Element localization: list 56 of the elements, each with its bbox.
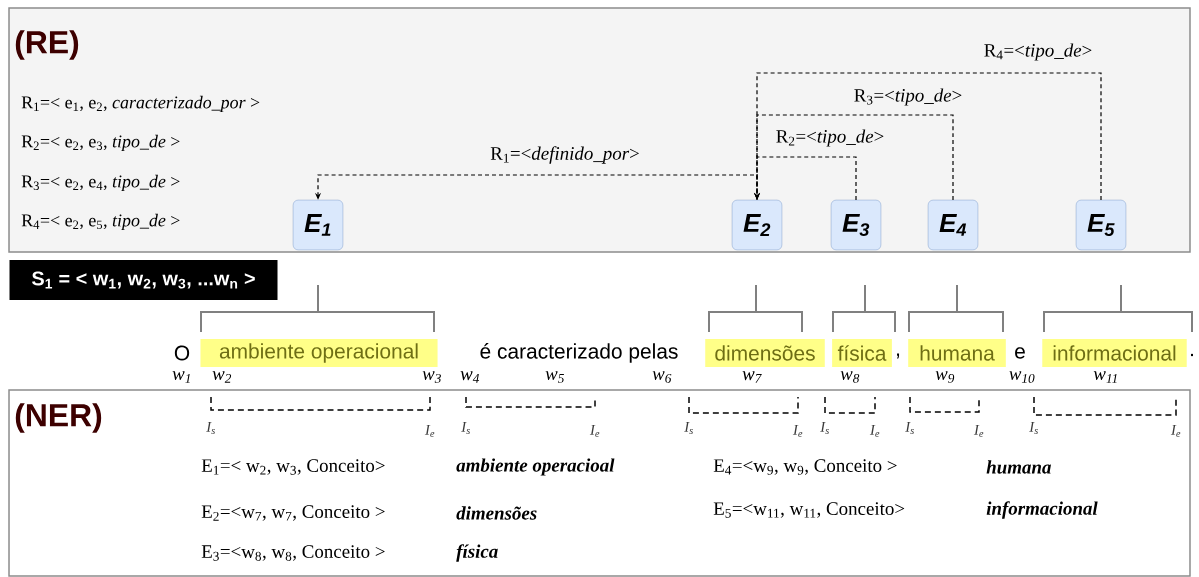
span-index: I$_{s}$: [206, 422, 215, 434]
span-index: I$_{s}$: [905, 422, 914, 434]
entity-box: E$_{1}$: [292, 199, 344, 251]
token-index: w$_{2}$: [212, 371, 232, 383]
sentence-box: S$_{1}$ = < w$_{1}$, w$_{2}$, w$_{3}$, ...w$_{n}$ >: [9, 260, 278, 300]
token-index: w$_{6}$: [652, 371, 672, 383]
entity-word: ambiente operacioal: [456, 458, 615, 476]
token-index: w$_{9}$: [935, 371, 955, 383]
entity-word: humana: [986, 460, 1051, 474]
edge-label: R$_{1}$=<definido_por>: [490, 146, 639, 164]
entity-word: física: [456, 544, 498, 562]
sentence-text: ,: [896, 353, 900, 359]
relation-text: R$_{3}$=< e$_{2}$, e$_{4}$, tipo_de >: [21, 174, 180, 192]
edge-label: R$_{4}$=<tipo_de>: [984, 43, 1092, 61]
relation-text: R$_{4}$=< e$_{2}$, e$_{5}$, tipo_de >: [21, 213, 180, 231]
token-index: w$_{4}$: [460, 371, 480, 383]
sentence-text: e: [1015, 347, 1025, 359]
entity-definition: E$_{3}$=<w$_{8}$, w$_{8}$, Conceito >: [201, 545, 385, 561]
edge-label: R$_{2}$=<tipo_de>: [776, 129, 884, 147]
span-index: I$_{e}$: [869, 425, 880, 437]
entity-definition: E$_{5}$=<w$_{11}$, w$_{11}$, Conceito>: [713, 502, 905, 518]
highlighted-word: humana: [908, 339, 1006, 367]
span-index: I$_{e}$: [424, 425, 435, 437]
highlighted-word: informacional: [1042, 339, 1187, 367]
entity-definition: E$_{4}$=<w$_{9}$, w$_{9}$, Conceito >: [713, 459, 897, 475]
highlighted-word: dimensões: [705, 339, 825, 367]
span-index: I$_{e}$: [973, 425, 984, 437]
relation-text: R$_{2}$=< e$_{2}$, e$_{3}$, tipo_de >: [21, 134, 180, 152]
span-index: I$_{e}$: [589, 425, 600, 437]
token-index: w$_{11}$: [1093, 371, 1117, 383]
token-index: w$_{10}$: [1009, 371, 1035, 383]
span-index: I$_{e}$: [1170, 425, 1181, 437]
sentence-text: .: [1191, 353, 1193, 357]
sentence-text: é caracterizado pelas: [480, 343, 678, 363]
entity-box: E$_{5}$: [1075, 199, 1127, 251]
token-index: w$_{3}$: [422, 371, 441, 383]
highlighted-word: física: [832, 339, 892, 367]
entity-definition: E$_{1}$=< w$_{2}$, w$_{3}$, Conceito>: [201, 459, 385, 475]
edge-label: R$_{3}$=<tipo_de>: [854, 88, 962, 106]
token-index: w$_{7}$: [742, 371, 762, 383]
span-index: I$_{s}$: [1029, 422, 1038, 434]
relation-text: R$_{1}$=< e$_{1}$, e$_{2}$, caracterizado_por >: [21, 95, 260, 113]
span-index: I$_{e}$: [792, 425, 803, 437]
highlighted-word: ambiente operacional: [200, 339, 438, 367]
span-index: I$_{s}$: [684, 422, 693, 434]
entity-word: informacional: [986, 501, 1098, 519]
span-index: I$_{s}$: [820, 422, 829, 434]
span-index: I$_{s}$: [461, 422, 470, 434]
entity-box: E$_{2}$: [731, 199, 783, 251]
entity-box: E$_{4}$: [927, 199, 979, 251]
entity-definition: E$_{2}$=<w$_{7}$, w$_{7}$, Conceito >: [201, 505, 385, 521]
entity-word: dimensões: [456, 506, 537, 520]
sentence-text: O: [174, 345, 190, 361]
token-index: w$_{8}$: [840, 371, 860, 383]
token-index: w$_{1}$: [172, 371, 190, 383]
entity-box: E$_{3}$: [830, 199, 882, 251]
